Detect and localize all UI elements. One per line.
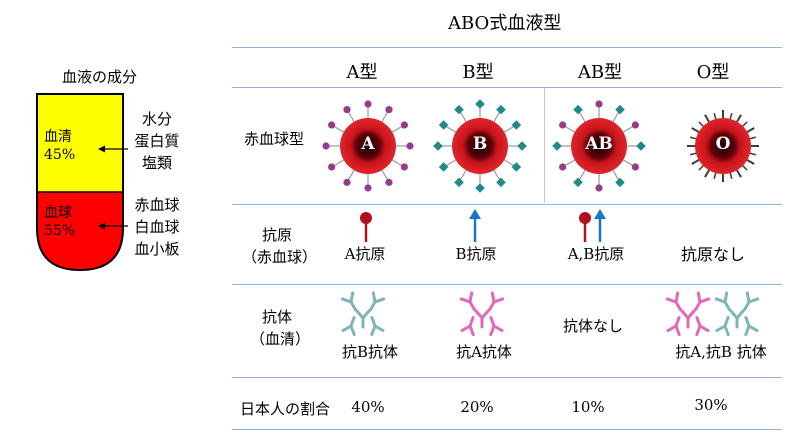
antigen-o-value: 抗原なし	[680, 245, 745, 264]
serum-contents: 水分 蛋白質 塩類	[134, 110, 180, 172]
ratio-ab-value: 10%	[571, 398, 605, 416]
serum-label: 血清 45%	[44, 129, 76, 163]
row-label-antigen-2: （赤血球）	[242, 248, 318, 266]
cells-contents: 赤血球 白血球 血小板	[134, 196, 180, 258]
antigen-b-icon	[469, 209, 481, 242]
rbc-o-icon	[687, 110, 759, 182]
rule-top	[232, 47, 782, 48]
rbc-a-icon	[322, 100, 414, 192]
tube-title: 血液の成分	[62, 68, 138, 86]
tube-cells-section	[37, 192, 123, 270]
rule-rbc	[232, 204, 782, 205]
col-header-ab: AB型	[577, 62, 623, 83]
antibody-a-icon	[459, 291, 505, 337]
rbc-b-icon	[433, 99, 527, 193]
rbc-b-letter: B	[472, 134, 488, 154]
antibody-ab-value: 抗体なし	[562, 317, 623, 335]
rbc-ab-letter: AB	[585, 134, 613, 154]
rbc-ab-icon	[552, 100, 646, 192]
row-label-antibody-2: （血清）	[250, 330, 311, 348]
antigen-b-value: B抗原	[455, 245, 497, 263]
rbc-a-letter: A	[361, 134, 375, 154]
blood-tube	[36, 93, 124, 272]
rule-bottom	[232, 429, 782, 430]
table-title: ABO式血液型	[448, 13, 562, 34]
cells-arrow-icon	[98, 222, 128, 230]
antibody-a-value: 抗B抗体	[341, 343, 399, 361]
antigen-ab-b-icon	[594, 209, 606, 242]
rule-header	[232, 87, 782, 88]
antigen-a-icon	[360, 212, 372, 242]
cells-label: 血球 55%	[44, 205, 76, 239]
row-label-antibody-1: 抗体	[262, 308, 293, 326]
row-label-antigen-1: 抗原	[262, 226, 293, 244]
row-label-rbc: 赤血球型	[244, 130, 305, 148]
tube-outline	[36, 93, 124, 272]
col-header-o: O型	[696, 62, 730, 83]
rule-antigen	[232, 284, 782, 285]
ratio-a-value: 40%	[351, 398, 385, 416]
antibody-o-a-icon	[665, 291, 711, 337]
antigen-a-value: A抗原	[344, 245, 386, 263]
antigen-ab-a-icon	[579, 212, 591, 242]
tube-serum-section	[37, 94, 123, 192]
ratio-b-value: 20%	[460, 398, 494, 416]
ratio-o-value: 30%	[694, 396, 728, 414]
serum-arrow-icon	[98, 145, 128, 153]
col-header-b: B型	[462, 62, 494, 83]
antigen-ab-value: A,B抗原	[567, 245, 625, 263]
rbc-o-letter: O	[715, 134, 731, 154]
col-header-a: A型	[346, 62, 378, 83]
antibody-o-b-icon	[714, 291, 760, 337]
antibody-o-value: 抗A,抗B 抗体	[675, 343, 767, 361]
divider-rbc	[544, 88, 545, 203]
rule-antibody	[232, 377, 782, 378]
row-label-ratio: 日本人の割合	[240, 400, 331, 418]
antibody-b-icon	[340, 291, 386, 337]
antibody-b-value: 抗A抗体	[456, 343, 512, 361]
